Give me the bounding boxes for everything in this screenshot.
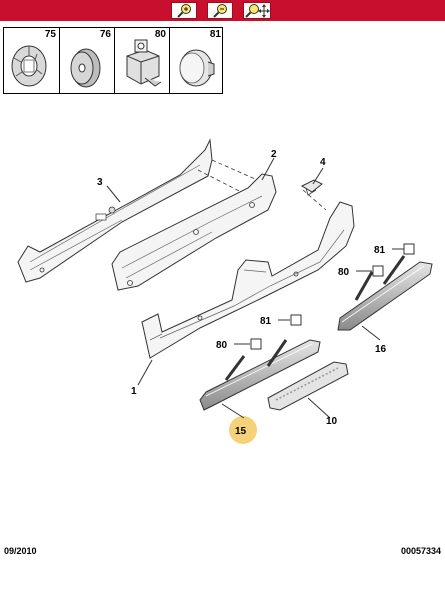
callout-81b[interactable]: 81	[260, 316, 272, 327]
callout-2[interactable]: 2	[271, 149, 277, 160]
callout-10[interactable]: 10	[326, 416, 338, 427]
part-2-reinforcement[interactable]	[111, 173, 277, 291]
callout-1[interactable]: 1	[131, 386, 137, 397]
footer-ref: 00057334	[400, 546, 441, 556]
zoom-in-icon	[177, 4, 191, 18]
zoom-out-button[interactable]	[207, 2, 233, 19]
part-3-inner-sill[interactable]	[17, 138, 213, 283]
callout-81a[interactable]: 81	[374, 245, 386, 256]
callout-boxes	[250, 243, 415, 350]
callout-80b[interactable]: 80	[216, 340, 228, 351]
thumbnail-strip: 75 76 80 81	[3, 27, 223, 94]
zoom-pan-icon	[245, 4, 270, 18]
toolbar	[0, 0, 445, 21]
callout-80a[interactable]: 80	[338, 267, 350, 278]
part-4-bracket[interactable]	[300, 179, 323, 196]
grommet-plug-icon	[11, 45, 47, 87]
thumbnail-ref: 75	[44, 29, 56, 40]
thumbnail-75[interactable]: 75	[4, 28, 59, 93]
zoom-in-button[interactable]	[171, 2, 197, 19]
part-15-front-trim[interactable]	[199, 339, 321, 411]
thumbnail-81[interactable]: 81	[169, 28, 224, 93]
thumbnail-76[interactable]: 76	[59, 28, 114, 93]
thumbnail-ref: 81	[209, 29, 221, 40]
part-10-sill-plate[interactable]	[267, 361, 349, 411]
callout-15-highlight	[229, 416, 257, 444]
foam-plug-icon	[70, 48, 101, 88]
clip-bracket-icon	[126, 39, 162, 87]
footer-date: 09/2010	[4, 546, 37, 556]
thumbnail-ref: 76	[99, 29, 111, 40]
callout-16[interactable]: 16	[375, 344, 387, 355]
zoom-pan-button[interactable]	[243, 2, 271, 19]
thumbnail-ref: 80	[154, 29, 166, 40]
leader-lines	[106, 157, 404, 419]
assembly-guide-lines	[197, 159, 327, 211]
thumbnail-80[interactable]: 80	[114, 28, 169, 93]
part-16-rear-trim[interactable]	[337, 261, 433, 331]
round-cap-icon	[179, 49, 215, 87]
callout-4[interactable]: 4	[320, 157, 326, 168]
part-1-outer-sill[interactable]	[141, 201, 355, 359]
clip-strip-group	[224, 255, 406, 381]
callout-3[interactable]: 3	[97, 177, 103, 188]
callout-15[interactable]: 15	[235, 426, 247, 437]
zoom-out-icon	[213, 4, 227, 18]
